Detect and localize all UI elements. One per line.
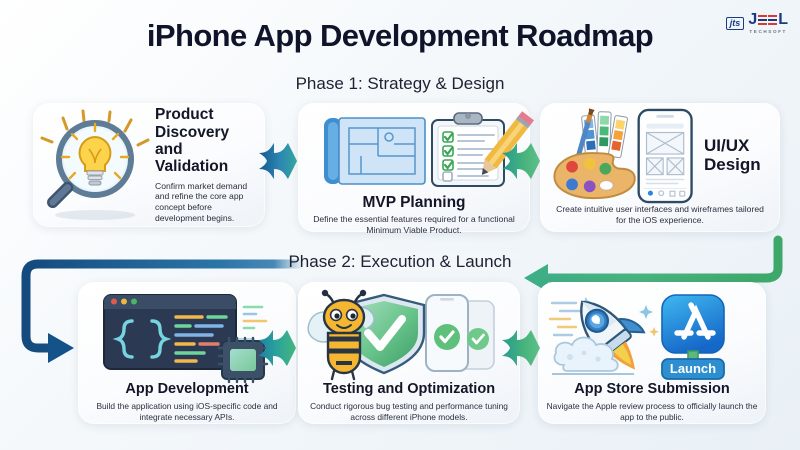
step-description: Confirm market demand and refine the cor…: [155, 180, 248, 223]
step-title: App Store Submission: [574, 381, 730, 397]
step-card-product-discovery[interactable]: Product Discovery and Validation Confirm…: [33, 103, 265, 227]
step-card-ui-ux-design[interactable]: UI/UX Design Create intuitive user inter…: [540, 103, 780, 232]
brand-logo: jts J L TECHSOFT: [725, 12, 788, 34]
phase-1-text: Phase 1: Strategy & Design: [295, 74, 505, 93]
arrow-step2-to-step3: [502, 143, 540, 179]
page-title: iPhone App Development Roadmap: [146, 18, 654, 53]
step-title: MVP Planning: [362, 194, 466, 211]
step-title: UI/UX Design: [704, 136, 761, 174]
phase-1-label: Phase 1: Strategy & Design: [0, 74, 800, 94]
arrow-step4-to-step5: [258, 330, 296, 366]
blueprint-clipboard-pencil-icon: [306, 110, 534, 194]
logo-name: J L: [748, 12, 788, 28]
step-title: Product Discovery and Validation: [155, 106, 230, 176]
rocket-appstore-icon: Launch: [546, 289, 758, 381]
step-title: App Development: [125, 381, 249, 397]
magnifier-lightbulb-icon: [39, 109, 151, 221]
logo-wordmark: J L TECHSOFT: [748, 12, 788, 34]
arrow-step5-to-step6: [502, 330, 540, 366]
step-card-testing-optimization[interactable]: Testing and Optimization Conduct rigorou…: [298, 282, 520, 424]
logo-letter-j: J: [748, 11, 758, 28]
launch-badge-text: Launch: [670, 361, 716, 376]
palette-phone-wireframe-icon: [548, 108, 698, 204]
step-description: Conduct rigorous bug testing and perform…: [310, 401, 508, 422]
arrow-step1-to-step2: [259, 143, 297, 179]
step-description: Navigate the Apple review process to off…: [546, 401, 758, 422]
step-description: Build the application using iOS-specific…: [96, 401, 278, 422]
phase-2-label: Phase 2: Execution & Launch: [0, 252, 800, 272]
bee-shield-check-phones-icon: [306, 289, 512, 381]
logo-e-bars-icon: [758, 15, 768, 25]
step-title: Testing and Optimization: [322, 381, 496, 397]
logo-e-bars-icon-2: [768, 15, 778, 25]
logo-letter-l: L: [778, 11, 788, 28]
step-description: Create intuitive user interfaces and wir…: [556, 204, 764, 225]
logo-badge: jts: [725, 16, 745, 30]
logo-tagline: TECHSOFT: [749, 28, 787, 34]
step-card-mvp-planning[interactable]: MVP Planning Define the essential featur…: [298, 103, 534, 236]
step-description: Define the essential features required f…: [313, 214, 515, 236]
step-card-app-store-submission[interactable]: Launch App Store Submission Navigate the…: [538, 282, 766, 424]
phase-2-text: Phase 2: Execution & Launch: [274, 252, 526, 271]
